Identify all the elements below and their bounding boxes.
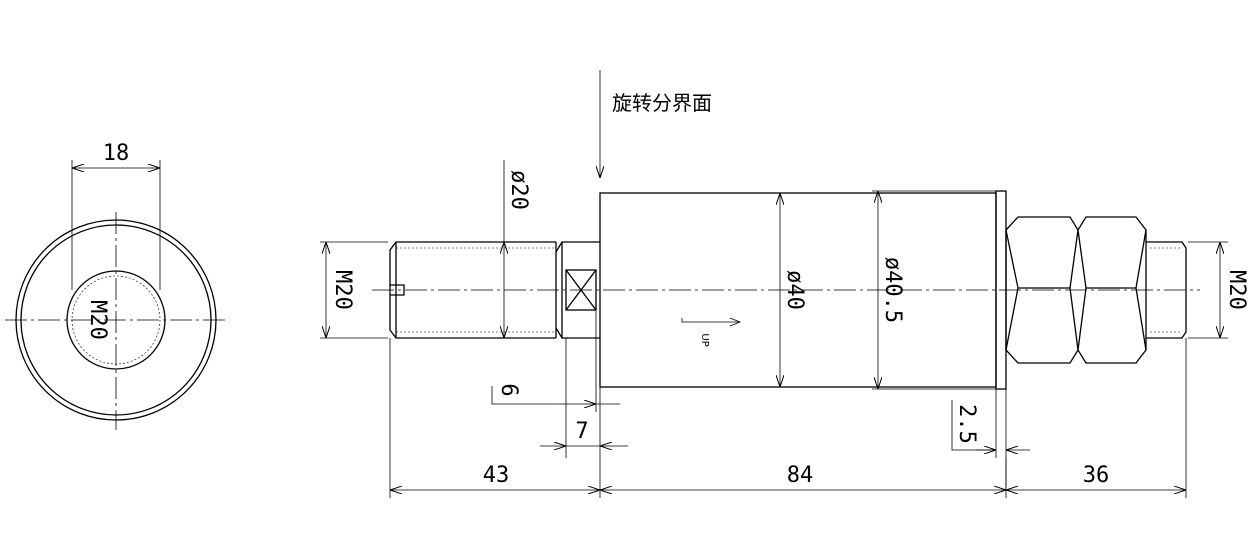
direction-label: UP — [699, 333, 710, 346]
left-threaded-stud — [389, 241, 557, 339]
annotation-text: 旋转分界面 — [612, 91, 712, 115]
shaft-collar — [555, 241, 600, 339]
dim-left-thread: M20 — [330, 270, 355, 310]
end-view: 18 M20 — [5, 141, 228, 430]
right-threaded-end — [1146, 241, 1187, 339]
dim-len-left: 43 — [483, 463, 510, 488]
dim-len-right: 36 — [1083, 463, 1110, 488]
end-view-dim-18: 18 — [103, 141, 130, 166]
dim-dia-body: ø40 — [782, 270, 807, 310]
up-direction-arrow: UP — [681, 317, 742, 347]
dim-7: 7 — [575, 419, 588, 444]
dim-right-thread: M20 — [1224, 270, 1249, 310]
side-view: UP ø20 ø40 ø40.5 M20 M20 6 — [320, 160, 1249, 498]
rotation-interface-annotation: 旋转分界面 — [600, 70, 712, 178]
dim-dia-small: ø20 — [506, 170, 531, 210]
dim-6: 6 — [496, 383, 521, 396]
dim-dia-flange: ø40.5 — [880, 257, 905, 323]
end-view-thread-label: M20 — [85, 300, 110, 340]
dim-len-mid: 84 — [787, 463, 814, 488]
dim-2-5: 2.5 — [954, 404, 979, 444]
hex-nut — [1005, 216, 1147, 364]
